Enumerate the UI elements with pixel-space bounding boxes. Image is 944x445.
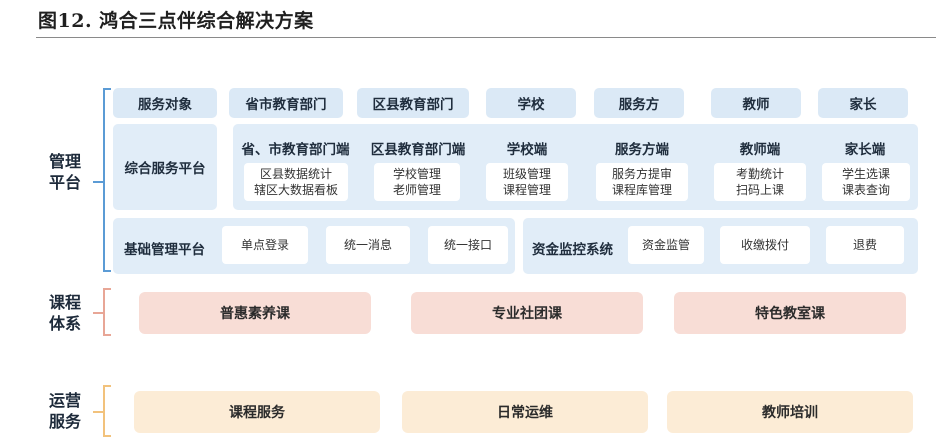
- item-scan-class: 扫码上课: [735, 183, 784, 197]
- item-single-sign-on: 单点登录: [222, 226, 308, 264]
- bracket-tick-operations: [93, 411, 103, 413]
- target-parent: 家长: [818, 88, 908, 118]
- base-platform-label: 基础管理平台: [124, 242, 205, 258]
- curriculum-special-classroom: 特色教室课: [674, 292, 906, 334]
- target-province-city: 省市教育部门: [229, 88, 343, 118]
- bracket-curriculum: [103, 288, 111, 336]
- item-refund: 退费: [826, 226, 904, 264]
- item-course-select: 学生选课: [841, 167, 890, 181]
- target-district: 区县教育部门: [357, 88, 469, 118]
- item-unified-message: 统一消息: [326, 226, 410, 264]
- item-provider-review: 服务方提审: [611, 167, 672, 181]
- item-school-mgmt: 学校管理: [392, 167, 441, 181]
- item-collect-disburse: 收缴拨付: [720, 226, 810, 264]
- title-divider: [36, 37, 936, 38]
- item-big-data-board: 辖区大数据看板: [253, 183, 338, 197]
- curriculum-general-literacy: 普惠素养课: [139, 292, 371, 334]
- column-header-parent: 家长端: [844, 142, 886, 158]
- bracket-tick-management: [93, 181, 103, 183]
- service-target-header: 服务对象: [113, 88, 217, 118]
- bracket-operations: [103, 385, 111, 437]
- item-teacher-mgmt: 老师管理: [392, 183, 441, 197]
- item-unified-interface: 统一接口: [428, 226, 508, 264]
- column-header-province-city: 省、市教育部门端: [241, 142, 350, 158]
- bracket-tick-curriculum: [93, 312, 103, 314]
- section-label-curriculum: 课程体系: [48, 293, 81, 333]
- item-attendance: 考勤统计: [735, 167, 784, 181]
- curriculum-clubs: 专业社团课: [411, 292, 643, 334]
- column-items-province-city: 区县数据统计辖区大数据看板: [244, 163, 348, 201]
- operations-teacher-training: 教师培训: [667, 391, 913, 433]
- column-header-district: 区县教育部门端: [370, 142, 466, 158]
- target-service-provider: 服务方: [594, 88, 684, 118]
- column-header-teacher: 教师端: [739, 142, 781, 158]
- item-course-library: 课程库管理: [611, 183, 672, 197]
- column-items-district: 学校管理老师管理: [374, 163, 460, 201]
- operations-daily-maintenance: 日常运维: [402, 391, 648, 433]
- item-class-mgmt: 班级管理: [502, 167, 551, 181]
- column-items-provider: 服务方提审课程库管理: [596, 163, 688, 201]
- target-teacher: 教师: [711, 88, 801, 118]
- bracket-management: [103, 88, 111, 272]
- column-header-school: 学校端: [506, 142, 548, 158]
- column-header-provider: 服务方端: [615, 142, 669, 158]
- funds-monitor-label: 资金监控系统: [532, 242, 613, 258]
- item-schedule-query: 课表查询: [841, 183, 890, 197]
- section-label-management: 管理平台: [48, 152, 81, 192]
- item-course-mgmt: 课程管理: [502, 183, 551, 197]
- item-fund-supervision: 资金监管: [628, 226, 704, 264]
- integrated-platform-label-box: 综合服务平台: [113, 124, 217, 210]
- target-school: 学校: [486, 88, 576, 118]
- item-district-stats: 区县数据统计: [259, 167, 332, 181]
- operations-course-service: 课程服务: [134, 391, 380, 433]
- column-items-school: 班级管理课程管理: [486, 163, 568, 201]
- integrated-platform-label: 综合服务平台: [124, 161, 206, 177]
- section-label-operations: 运营服务: [48, 391, 81, 431]
- page-title: 图12. 鸿合三点伴综合解决方案: [38, 10, 314, 32]
- column-items-parent: 学生选课课表查询: [822, 163, 910, 201]
- column-items-teacher: 考勤统计扫码上课: [714, 163, 806, 201]
